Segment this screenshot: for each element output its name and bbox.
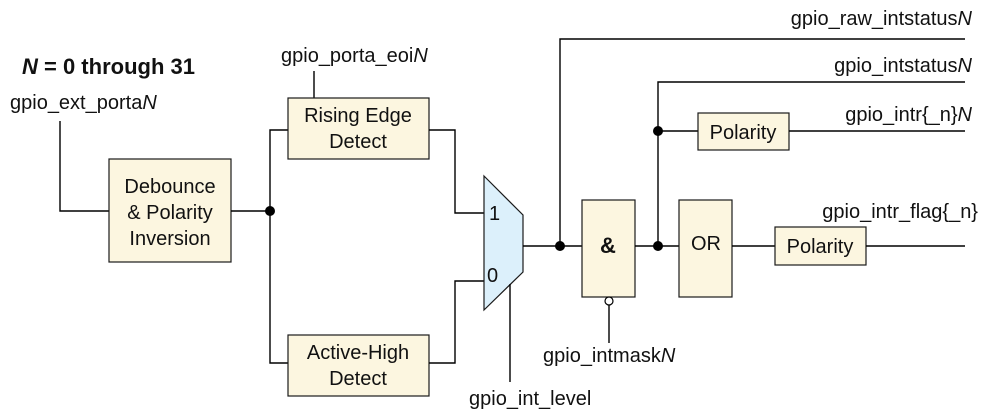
wire-active-high-to-mux — [429, 280, 484, 364]
active-high-line-1: Active-High — [307, 342, 409, 364]
debounce-line-3: Inversion — [129, 228, 210, 250]
debounce-polarity-inversion-block — [108, 158, 232, 263]
or-gate-label: OR — [691, 233, 721, 255]
wire-ext-porta — [59, 121, 109, 212]
label-gpio-raw-intstatus: gpio_raw_intstatusN — [791, 8, 973, 30]
polarity-flag-label: Polarity — [787, 236, 854, 258]
label-gpio-intr-flag: gpio_intr_flag{_n} — [822, 201, 978, 223]
wire-rising-to-mux — [429, 129, 484, 214]
label-gpio-intr: gpio_intr{_n}N — [845, 104, 972, 126]
mux-input-1-label: 1 — [489, 203, 500, 225]
label-gpio-intstatus: gpio_intstatusN — [834, 55, 972, 77]
wire-split-detectors — [269, 129, 288, 364]
rising-edge-line-2: Detect — [329, 131, 387, 153]
debounce-line-2: & Polarity — [127, 202, 213, 224]
wire-raw-intstatus — [559, 38, 965, 246]
mux-input-0-label: 0 — [487, 265, 498, 287]
or-gate — [678, 199, 733, 298]
wire-intstatus — [657, 81, 965, 246]
rising-edge-line-1: Rising Edge — [304, 105, 412, 127]
active-high-line-2: Detect — [329, 368, 387, 390]
inversion-bubble — [604, 296, 614, 306]
label-gpio-int-level: gpio_int_level — [469, 388, 591, 410]
multiplexer — [483, 174, 524, 312]
label-gpio-ext-porta: gpio_ext_portaN — [10, 92, 157, 114]
and-gate-label: & — [600, 233, 616, 258]
debounce-line-1: Debounce — [124, 176, 215, 198]
active-high-detect-block — [287, 334, 430, 397]
rising-edge-detect-block — [287, 97, 430, 160]
n-range-title: N = 0 through 31 — [22, 54, 195, 79]
polarity-intr-label: Polarity — [710, 122, 777, 144]
polarity-block-flag — [774, 226, 867, 266]
and-gate — [581, 199, 636, 298]
label-gpio-intmask: gpio_intmaskN — [543, 345, 676, 367]
label-gpio-porta-eoi: gpio_porta_eoiN — [281, 45, 428, 67]
